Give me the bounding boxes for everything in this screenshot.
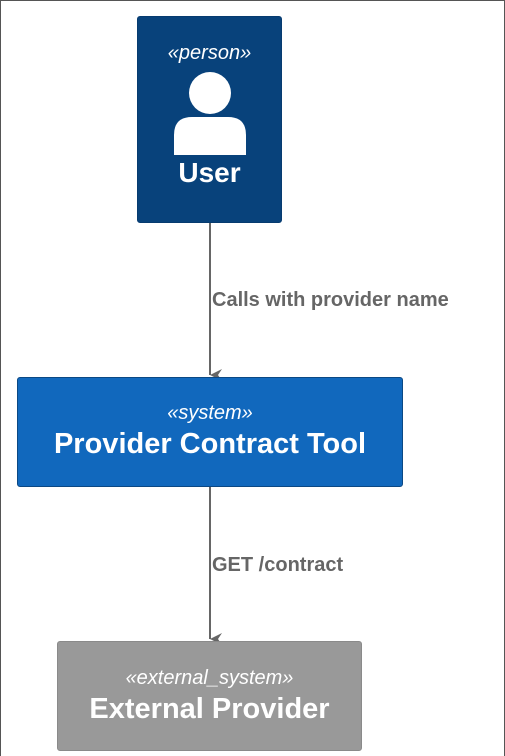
person-icon xyxy=(173,72,246,155)
external-name: External Provider xyxy=(89,693,330,725)
user-stereotype: «person» xyxy=(167,42,252,64)
edge-label-calls: Calls with provider name xyxy=(212,289,449,311)
system-node[interactable]: «system» Provider Contract Tool xyxy=(17,377,403,487)
edge-label-get-contract: GET /contract xyxy=(212,554,344,576)
user-node[interactable]: «person» User xyxy=(137,16,282,223)
external-node[interactable]: «external_system» External Provider xyxy=(57,641,362,751)
user-name: User xyxy=(178,157,241,188)
system-stereotype: «system» xyxy=(167,402,253,424)
system-name: Provider Contract Tool xyxy=(53,428,367,460)
external-stereotype: «external_system» xyxy=(125,667,294,689)
